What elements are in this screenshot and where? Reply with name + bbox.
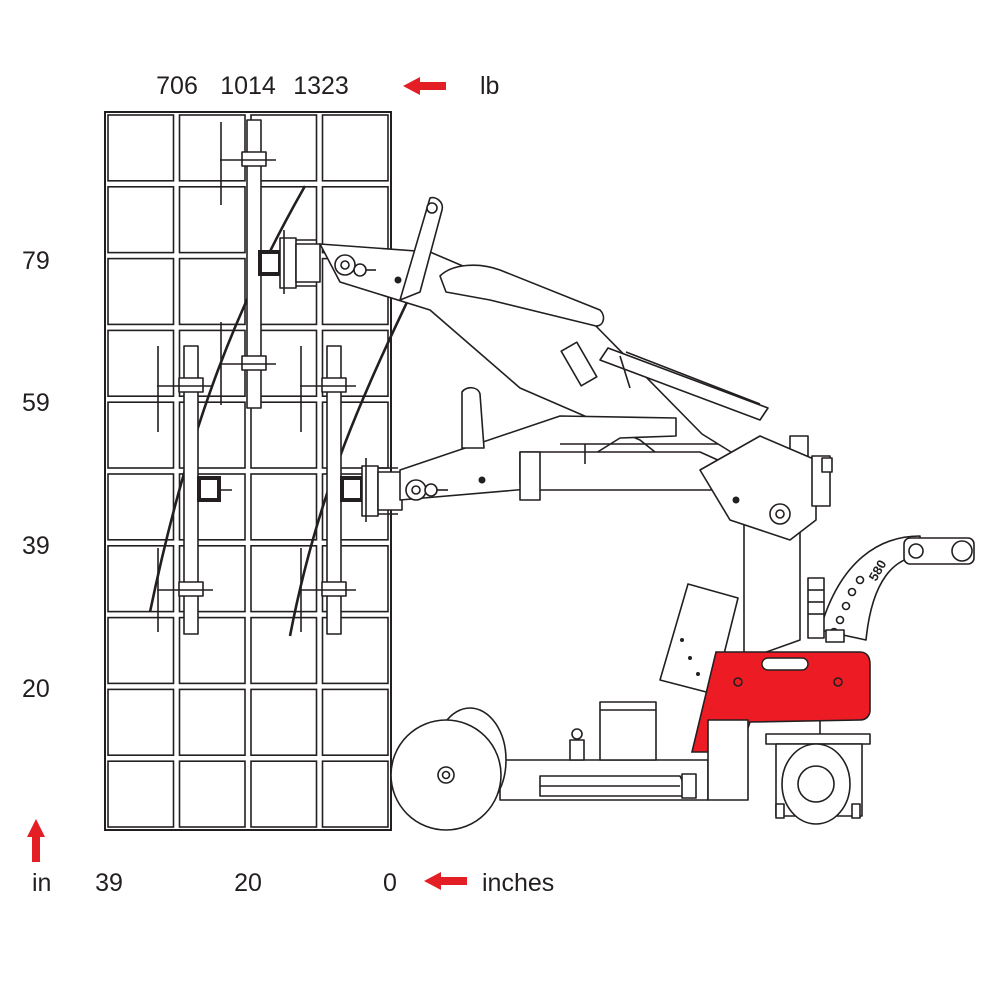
grid-cell <box>178 688 246 757</box>
lower-boom <box>399 386 741 501</box>
load-curve-1 <box>148 185 307 613</box>
grid-cell <box>107 688 175 757</box>
load-value-3: 1323 <box>293 72 349 100</box>
grid-cell <box>250 401 318 469</box>
load-axis: 706 1014 1323 lb <box>156 72 499 100</box>
reach-unit: inches <box>482 869 554 897</box>
grid-cell <box>250 760 318 828</box>
grid-cell <box>107 473 175 541</box>
load-value-2: 1014 <box>220 72 276 100</box>
height-value-4: 20 <box>22 675 50 703</box>
grid-cell <box>107 186 175 254</box>
grid-cell <box>107 401 175 469</box>
height-value-2: 59 <box>22 389 50 417</box>
vacuum-frame <box>157 119 403 635</box>
load-value-1: 706 <box>156 72 198 100</box>
reach-axis: 39 20 0 inches <box>95 869 554 897</box>
grid-cell <box>321 688 389 757</box>
grid-cell <box>178 114 246 182</box>
reach-value-3: 0 <box>383 869 397 897</box>
load-curves <box>148 185 430 637</box>
tiller-handle: 580 <box>807 535 975 643</box>
height-value-3: 39 <box>22 532 50 560</box>
load-unit: lb <box>480 72 499 100</box>
reach-value-1: 39 <box>95 869 123 897</box>
grid-cell <box>250 544 318 613</box>
grid-cell <box>321 616 389 685</box>
grid-cell <box>321 186 389 254</box>
grid-cell <box>178 186 246 254</box>
load-arrow-icon <box>403 77 446 95</box>
grid-cell <box>250 688 318 757</box>
grid-cell <box>250 114 318 182</box>
height-value-1: 79 <box>22 247 50 275</box>
grid-cell <box>178 760 246 828</box>
height-unit: in <box>32 869 51 897</box>
reach-value-2: 20 <box>234 869 262 897</box>
grab-slot <box>761 657 809 671</box>
height-axis: 79 59 39 20 in <box>22 247 51 897</box>
reach-arrow-icon <box>424 872 467 890</box>
grid-cell <box>107 257 175 326</box>
grid-cell <box>250 616 318 685</box>
grid-cell <box>107 114 175 182</box>
grid-cell <box>321 760 389 828</box>
grid-cell <box>107 616 175 685</box>
load-curve-2 <box>288 257 430 637</box>
grid-cell <box>250 473 318 541</box>
height-arrow-icon <box>27 819 45 862</box>
chassis <box>390 701 871 831</box>
grid-cell <box>321 114 389 182</box>
grid-cell <box>178 257 246 326</box>
grid-cell <box>107 760 175 828</box>
